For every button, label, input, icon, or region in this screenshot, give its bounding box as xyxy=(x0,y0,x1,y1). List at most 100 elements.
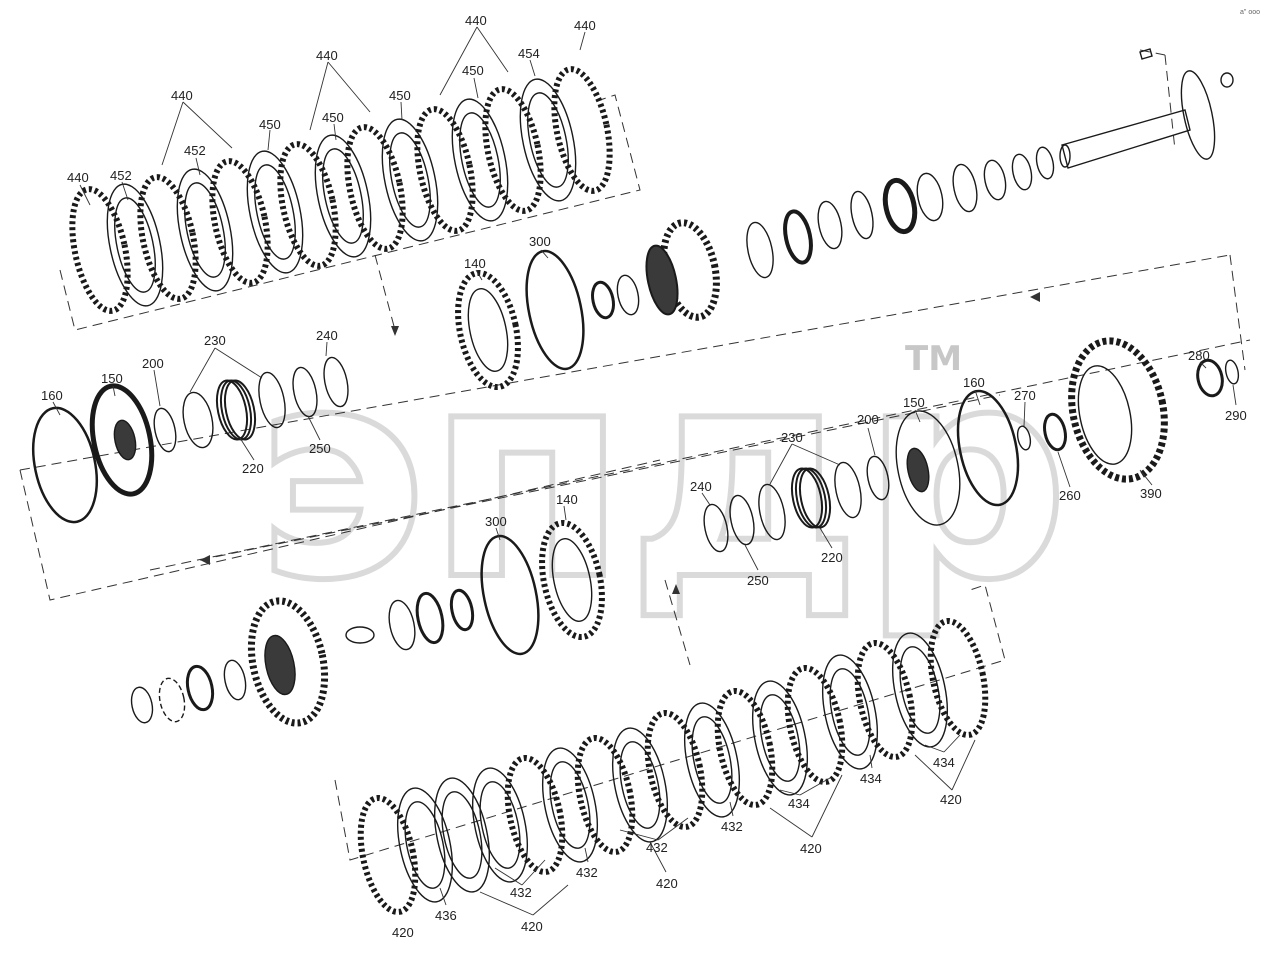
label-l-160: 160 xyxy=(41,388,63,403)
l-seal-ring-160 xyxy=(32,406,98,524)
r-seal-ring-160 xyxy=(956,389,1020,507)
label-top-450-c: 450 xyxy=(389,88,411,103)
label-top-440-c: 440 xyxy=(316,48,338,63)
top-plate-5 xyxy=(381,118,439,242)
label-top-452-a: 452 xyxy=(110,168,132,183)
bottom-plate-7 xyxy=(752,680,808,796)
lower-spacer-3 xyxy=(449,588,475,632)
bottom-plate-5 xyxy=(612,727,668,843)
top-plate-7 xyxy=(519,78,577,202)
label-b-420-b: 420 xyxy=(521,919,543,934)
bottom-plate-9 xyxy=(892,632,948,748)
l-seal-200 xyxy=(153,407,177,453)
label-l-240: 240 xyxy=(316,328,338,343)
label-l-200: 200 xyxy=(142,356,164,371)
label-r-230: 230 xyxy=(781,430,803,445)
bottom-plate-1 xyxy=(397,787,453,903)
l-plate-230 xyxy=(182,391,214,449)
top-disc-7 xyxy=(482,86,544,214)
label-l-250: 250 xyxy=(309,441,331,456)
l-spring-220 xyxy=(215,379,257,441)
label-r-290: 290 xyxy=(1225,408,1247,423)
r-snap-ring-300 xyxy=(480,534,540,656)
callout-labels: 440 452 440 452 450 440 450 450 440 450 … xyxy=(41,13,1247,940)
leader-lines xyxy=(52,26,1237,916)
label-top-454: 454 xyxy=(518,46,540,61)
label-top-440-b: 440 xyxy=(171,88,193,103)
top-disc-5 xyxy=(344,124,406,252)
r-plate-230 xyxy=(834,461,862,519)
bottom-plate-4 xyxy=(542,747,598,863)
r-plate-230b xyxy=(758,483,786,541)
label-r-200: 200 xyxy=(857,412,879,427)
bottom-disc-2 xyxy=(504,755,566,875)
lower-tab-washer xyxy=(158,677,186,723)
bottom-plate-2 xyxy=(434,777,490,893)
label-l-140: 140 xyxy=(464,256,486,271)
label-top-440-a: 440 xyxy=(67,170,89,185)
label-r-150: 150 xyxy=(903,395,925,410)
label-r-280: 280 xyxy=(1188,348,1210,363)
watermark-tm: TM xyxy=(905,339,962,379)
label-top-440-e: 440 xyxy=(574,18,596,33)
lower-left-assembly xyxy=(130,588,475,727)
label-r-220: 220 xyxy=(821,550,843,565)
top-plate-1 xyxy=(106,183,164,307)
label-b-420-d: 420 xyxy=(800,841,822,856)
l-ring-240 xyxy=(323,356,349,408)
bottom-clutch-pack xyxy=(357,618,989,915)
r-bearing-280 xyxy=(1196,358,1224,398)
bottom-disc-1 xyxy=(357,795,419,915)
bottom-plate-8 xyxy=(822,654,878,770)
r-ring-290 xyxy=(1224,359,1240,385)
label-r-140: 140 xyxy=(556,492,578,507)
label-b-420-e: 420 xyxy=(940,792,962,807)
l-pressure-plate-140 xyxy=(455,269,521,391)
label-b-432-a: 432 xyxy=(510,885,532,900)
r-seal-200 xyxy=(866,455,890,501)
label-l-220: 220 xyxy=(242,461,264,476)
top-disc-4 xyxy=(277,141,339,269)
lower-washer-1 xyxy=(223,659,247,701)
label-b-420-a: 420 xyxy=(392,925,414,940)
label-r-250: 250 xyxy=(747,573,769,588)
label-top-452-b: 452 xyxy=(184,143,206,158)
top-disc-3 xyxy=(209,158,271,286)
label-r-300: 300 xyxy=(485,514,507,529)
output-shaft xyxy=(1059,48,1234,169)
top-disc-1 xyxy=(69,186,131,314)
label-b-432-d: 432 xyxy=(721,819,743,834)
upper-planet-gear xyxy=(645,219,720,321)
label-b-434-b: 434 xyxy=(860,771,882,786)
r-ring-250 xyxy=(729,494,755,546)
top-disc-8 xyxy=(551,66,613,194)
lower-planet-gear xyxy=(247,597,329,727)
corner-note: a" ooo xyxy=(1240,9,1260,16)
label-b-432-b: 432 xyxy=(576,865,598,880)
label-b-434-c: 434 xyxy=(933,755,955,770)
clutch-drum-390 xyxy=(1068,337,1168,483)
r-ring-270 xyxy=(1016,425,1032,451)
label-r-160: 160 xyxy=(963,375,985,390)
label-top-450-a: 450 xyxy=(259,117,281,132)
label-r-240: 240 xyxy=(690,479,712,494)
label-top-450-d: 450 xyxy=(462,63,484,78)
lower-washer-3 xyxy=(130,686,154,724)
top-disc-6 xyxy=(414,106,476,234)
label-r-390: 390 xyxy=(1140,486,1162,501)
label-r-270: 270 xyxy=(1014,388,1036,403)
top-plate-3 xyxy=(246,150,304,274)
label-l-230: 230 xyxy=(204,333,226,348)
l-plate-230b xyxy=(258,371,286,429)
top-plate-6 xyxy=(451,98,509,222)
bottom-disc-8 xyxy=(927,618,989,738)
lower-spacer-1 xyxy=(388,599,416,651)
r-pressure-plate-140 xyxy=(539,519,605,641)
label-r-260: 260 xyxy=(1059,488,1081,503)
bottom-plate-3 xyxy=(472,767,528,883)
lower-spacer-2 xyxy=(415,591,445,645)
top-disc-2 xyxy=(137,174,199,302)
top-plate-2 xyxy=(176,168,234,292)
bottom-disc-5 xyxy=(714,688,776,808)
